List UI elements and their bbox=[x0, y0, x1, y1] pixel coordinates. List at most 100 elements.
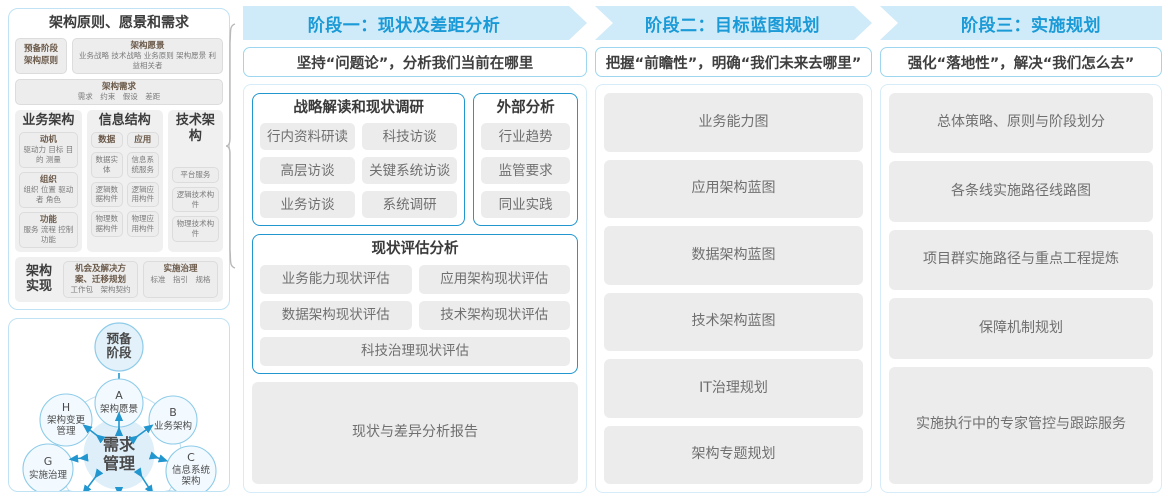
phase-2-banner[interactable]: 阶段二：目标蓝图规划 bbox=[595, 6, 872, 40]
adm-node-g-label: 实施治理 bbox=[29, 469, 68, 481]
strategy-research-title: 战略解读和现状调研 bbox=[293, 100, 424, 116]
chip-architecture-topic-plan[interactable]: 架构专题规划 bbox=[604, 425, 863, 484]
adm-node-c bbox=[165, 445, 217, 491]
chip-key-system-interview[interactable]: 关键系统访谈 bbox=[362, 157, 458, 185]
framework-row-vision: 预备阶段 架构原则 架构愿景 业务战略 技术战略 业务原则 架构愿景 利益相关者 bbox=[15, 37, 223, 74]
phase-3-subtitle: 强化“落地性”，解决“我们怎么去” bbox=[880, 47, 1162, 77]
architecture-requirements-box: 架构需求 需求 约束 假设 差距 bbox=[15, 78, 223, 105]
phase-2-column: 阶段二：目标蓝图规划 把握“前瞻性”，明确“我们未来去哪里” 业务能力图 应用架… bbox=[595, 6, 872, 493]
implementation-governance-title: 实施治理 bbox=[163, 263, 198, 274]
adm-node-c-label-2: 架构 bbox=[181, 475, 200, 487]
adm-node-g-key: G bbox=[44, 455, 53, 468]
data-head-box: 数据 bbox=[90, 131, 123, 149]
adm-node-d bbox=[164, 490, 176, 491]
chip-application-arch-blueprint[interactable]: 应用架构蓝图 bbox=[604, 159, 863, 218]
adm-preliminary-line1: 预备 bbox=[106, 331, 132, 346]
chip-tech-governance-assessment[interactable]: 科技治理现状评估 bbox=[260, 336, 570, 366]
chip-executive-interview[interactable]: 高层访谈 bbox=[260, 157, 356, 185]
chip-industry-trend[interactable]: 行业趋势 bbox=[481, 123, 570, 151]
chip-business-interview[interactable]: 业务访谈 bbox=[260, 191, 356, 219]
chip-application-arch-assessment[interactable]: 应用架构现状评估 bbox=[418, 264, 570, 294]
adm-node-g bbox=[22, 443, 74, 491]
chip-tech-arch-blueprint[interactable]: 技术架构蓝图 bbox=[604, 292, 863, 351]
phase-1-subtitle: 坚持“问题论”，分析我们当前在哪里 bbox=[243, 47, 587, 77]
application-subcolumn: 应用 信息系统服务 逻辑应用构件 物理应用构件 bbox=[126, 131, 159, 237]
application-head-box: 应用 bbox=[126, 131, 159, 149]
business-organization-box: 组织 组织 位置 驱动者 角色 bbox=[19, 171, 78, 208]
adm-node-h-label-2: 管理 bbox=[56, 425, 76, 437]
phase-2-items-list: 业务能力图 应用架构蓝图 数据架构蓝图 技术架构蓝图 IT治理规划 架构专题规划 bbox=[604, 93, 863, 484]
physical-technology-label: 物理技术构件 bbox=[176, 219, 215, 239]
data-entity-box: 数据实体 bbox=[90, 152, 123, 178]
chip-it-governance-plan[interactable]: IT治理规划 bbox=[604, 359, 863, 418]
framework-title: 架构原则、愿景和需求 bbox=[49, 15, 189, 31]
architecture-vision-items: 业务战略 技术战略 业务原则 架构愿景 利益相关者 bbox=[78, 51, 217, 70]
chip-overall-strategy[interactable]: 总体策略、原则与阶段划分 bbox=[889, 93, 1153, 154]
phase-2-banner-label: 阶段二：目标蓝图规划 bbox=[645, 15, 820, 36]
logical-technology-label: 逻辑技术构件 bbox=[176, 189, 215, 209]
adm-node-a-key: A bbox=[115, 389, 123, 402]
architecture-implementation-row: 架构实现 机会及解决方案、迁移规划 工作包 架构契约 实施治理 标准 指引 规格 bbox=[15, 256, 223, 302]
preliminary-stage-line2: 架构原则 bbox=[23, 56, 58, 67]
phase-1-body: 战略解读和现状调研 行内资料研读 科技访谈 高层访谈 关键系统访谈 bbox=[243, 84, 587, 493]
logical-data-box: 逻辑数据构件 bbox=[90, 181, 123, 208]
phase-2-body: 业务能力图 应用架构蓝图 数据架构蓝图 技术架构蓝图 IT治理规划 架构专题规划 bbox=[595, 84, 872, 493]
framework-three-columns: 业务架构 动机 驱动力 目标 目的 测量 组织 组织 位置 驱动者 角色 功能 bbox=[15, 110, 223, 252]
chip-expert-control-service[interactable]: 实施执行中的专家管控与跟踪服务 bbox=[889, 366, 1153, 484]
left-column: 架构原则、愿景和需求 预备阶段 架构原则 架构愿景 业务战略 技术战略 业务原则… bbox=[8, 8, 230, 492]
preliminary-stage-line1: 预备阶段 bbox=[23, 44, 58, 55]
adm-node-c-label-1: 信息系统 bbox=[172, 464, 211, 476]
motivation-items: 驱动力 目标 目的 测量 bbox=[23, 145, 74, 164]
adm-node-a-label: 架构愿景 bbox=[100, 403, 138, 415]
opportunity-migration-box: 机会及解决方案、迁移规划 工作包 架构契约 bbox=[63, 260, 138, 298]
togaf-framework-panel: 架构原则、愿景和需求 预备阶段 架构原则 架构愿景 业务战略 技术战略 业务原则… bbox=[8, 8, 230, 310]
chip-data-arch-assessment[interactable]: 数据架构现状评估 bbox=[260, 300, 412, 330]
adm-node-h-key: H bbox=[62, 401, 70, 414]
gap-analysis-report-chip[interactable]: 现状与差异分析报告 bbox=[252, 381, 578, 484]
physical-application-label: 物理应用构件 bbox=[131, 214, 155, 233]
chip-system-research[interactable]: 系统调研 bbox=[362, 191, 458, 219]
opportunity-migration-items: 工作包 架构契约 bbox=[70, 285, 131, 295]
architecture-requirements-items: 需求 约束 假设 差距 bbox=[77, 92, 161, 102]
phase-1-banner[interactable]: 阶段一：现状及差距分析 bbox=[243, 6, 587, 40]
chip-internal-materials[interactable]: 行内资料研读 bbox=[260, 123, 356, 151]
implementation-governance-items: 标准 指引 规格 bbox=[150, 274, 211, 284]
chip-line-implementation-roadmap[interactable]: 各条线实施路径线路图 bbox=[889, 161, 1153, 222]
data-subcolumn: 数据 数据实体 逻辑数据构件 物理数据构件 bbox=[90, 131, 123, 237]
logical-application-label: 逻辑应用构件 bbox=[131, 184, 155, 204]
chip-data-arch-blueprint[interactable]: 数据架构蓝图 bbox=[604, 226, 863, 285]
application-head-label: 应用 bbox=[134, 134, 152, 145]
physical-technology-box: 物理技术构件 bbox=[171, 216, 219, 242]
chip-guarantee-mechanism-plan[interactable]: 保障机制规划 bbox=[889, 298, 1153, 359]
phase-1-top-row: 战略解读和现状调研 行内资料研读 科技访谈 高层访谈 关键系统访谈 bbox=[252, 93, 578, 227]
motivation-title: 动机 bbox=[39, 134, 57, 145]
physical-application-box: 物理应用构件 bbox=[126, 211, 159, 237]
phase-3-banner[interactable]: 阶段三：实施规划 bbox=[880, 6, 1162, 40]
phase-columns: 阶段一：现状及差距分析 坚持“问题论”，分析我们当前在哪里 战略解读和现状调研 … bbox=[243, 6, 1162, 493]
chip-tech-arch-assessment[interactable]: 技术架构现状评估 bbox=[418, 300, 570, 330]
adm-center-line1: 需求 bbox=[103, 435, 136, 454]
physical-data-label: 物理数据构件 bbox=[95, 214, 119, 233]
implementation-label: 架构实现 bbox=[25, 263, 52, 295]
function-items: 服务 流程 控制 功能 bbox=[23, 225, 74, 245]
logical-data-label: 逻辑数据构件 bbox=[95, 184, 119, 204]
preliminary-stage-box: 预备阶段 架构原则 bbox=[15, 37, 67, 74]
technology-architecture-section: 技术架构 平台服务 逻辑技术构件 物理技术构件 bbox=[167, 110, 223, 252]
adm-node-b-label: 业务架构 bbox=[154, 420, 192, 432]
chip-program-roadmap[interactable]: 项目群实施路径与重点工程提炼 bbox=[889, 229, 1153, 291]
chip-regulatory-requirement[interactable]: 监管要求 bbox=[481, 157, 570, 185]
chip-tech-interview[interactable]: 科技访谈 bbox=[362, 123, 458, 151]
adm-node-h-label-1: 架构变更 bbox=[47, 414, 86, 426]
adm-arrows bbox=[68, 411, 169, 491]
phase-3-banner-label: 阶段三：实施规划 bbox=[961, 15, 1101, 36]
business-architecture-title: 业务架构 bbox=[22, 113, 75, 128]
chip-peer-practice[interactable]: 同业实践 bbox=[481, 191, 570, 219]
information-system-service-label: 信息系统服务 bbox=[131, 155, 155, 174]
external-analysis-card: 外部分析 行业趋势 监管要求 同业实践 bbox=[473, 93, 578, 227]
logical-technology-box: 逻辑技术构件 bbox=[171, 186, 219, 213]
information-structure-title: 信息结构 bbox=[98, 113, 151, 128]
chip-business-capability-map[interactable]: 业务能力图 bbox=[604, 93, 863, 152]
architecture-vision-title: 架构愿景 bbox=[130, 40, 165, 51]
chip-business-capability-assessment[interactable]: 业务能力现状评估 bbox=[260, 264, 412, 294]
